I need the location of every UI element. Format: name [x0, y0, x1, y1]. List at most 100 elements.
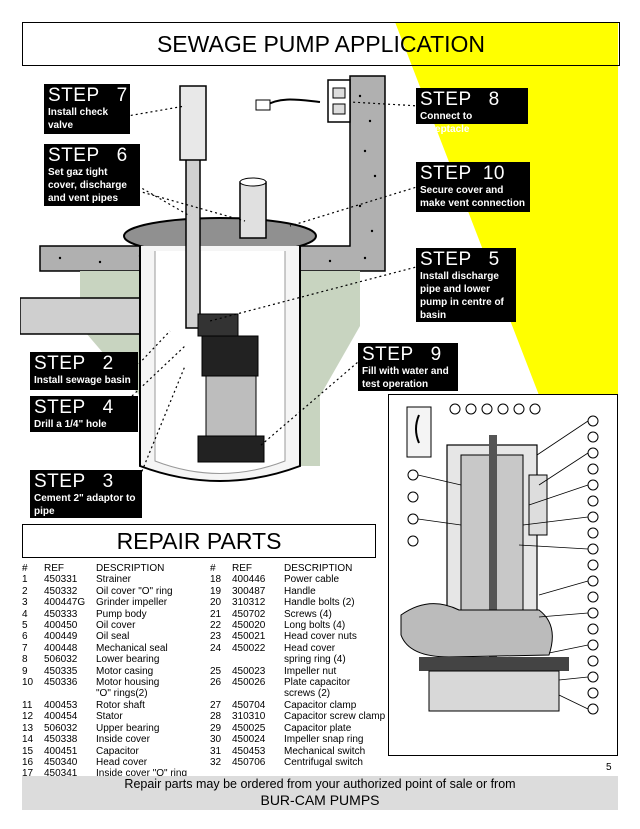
header-ref: REF: [232, 563, 252, 574]
part-ref: [232, 654, 284, 665]
part-ref: 450338: [44, 734, 78, 746]
part-ref: 450331: [44, 574, 78, 586]
page-number: 5: [606, 762, 612, 773]
part-description: Mechanical switch: [284, 745, 366, 757]
step-8-box: STEP 8 Connect to receptacle: [416, 88, 528, 135]
part-description: Motor housing: [96, 677, 160, 689]
part-number: 11: [22, 699, 33, 711]
part-ref: 400454: [44, 711, 78, 723]
part-description: Capacitor clamp: [284, 699, 357, 711]
part-description: Rotor shaft: [96, 699, 145, 711]
part-number: 15: [22, 745, 34, 757]
step-10-box: STEP 10 Secure cover and make vent conne…: [416, 162, 530, 212]
part-description: Handle: [284, 585, 316, 597]
part-ref: 450453: [232, 745, 266, 757]
part-ref: [232, 688, 284, 699]
pump-cross-section: [400, 403, 599, 715]
part-number: 2: [22, 585, 28, 597]
part-ref: 400449: [44, 631, 78, 643]
parts-table-row: "O" rings(2): [22, 688, 208, 699]
step-9-box: STEP 9 Fill with water and test operatio…: [358, 343, 458, 391]
part-ref: 450704: [232, 699, 266, 711]
part-description: spring ring (4): [284, 654, 346, 666]
part-ref: [44, 688, 96, 699]
step-3-box: STEP 3 Cement 2" adaptor to pipe: [30, 470, 142, 518]
part-number: 5: [22, 620, 28, 632]
part-description: Pump body: [96, 608, 147, 620]
part-description: Head cover: [284, 642, 336, 654]
part-number: 3: [22, 597, 28, 609]
part-description: Oil cover: [96, 620, 136, 632]
part-description: Head cover: [96, 756, 148, 768]
part-description: Motor casing: [96, 665, 154, 677]
part-description: screws (2): [284, 688, 331, 700]
part-description: Impeller snap ring: [284, 734, 364, 746]
part-number: [210, 688, 232, 699]
part-ref: 300487: [232, 585, 266, 597]
part-ref: 450333: [44, 608, 78, 620]
step-7-text: Install check valve: [48, 107, 109, 131]
step-4-heading: STEP 4: [34, 397, 114, 418]
part-ref: 400453: [44, 699, 78, 711]
part-description: Lower bearing: [96, 654, 160, 666]
part-description: Capacitor plate: [284, 722, 352, 734]
step-9-heading: STEP 9: [362, 344, 442, 365]
part-number: 17: [22, 768, 34, 780]
header-ref: REF: [44, 563, 64, 574]
part-number: 18: [210, 574, 222, 586]
part-ref: 400446: [232, 574, 266, 586]
part-number: 14: [22, 734, 34, 746]
part-ref: 450026: [232, 677, 266, 689]
header-desc: DESCRIPTION: [96, 563, 165, 574]
step-6-heading: STEP 6: [48, 145, 128, 166]
part-number: 16: [22, 756, 34, 768]
part-number: 27: [210, 699, 222, 711]
step-8-text: Connect to receptacle: [420, 111, 473, 135]
part-number: 31: [210, 745, 222, 757]
part-number: 13: [22, 722, 34, 734]
part-number: 25: [210, 665, 222, 677]
part-ref: 450341: [44, 768, 78, 780]
page-title: SEWAGE PUMP APPLICATION: [22, 22, 620, 66]
step-5-box: STEP 5 Install discharge pipe and lower …: [416, 248, 516, 322]
step-7-box: STEP 7 Install check valve: [44, 84, 130, 134]
part-ref: 450023: [232, 665, 266, 677]
header-no: #: [210, 563, 216, 574]
part-number: 30: [210, 734, 222, 746]
part-ref: 450025: [232, 722, 266, 734]
part-description: Centrifugal switch: [284, 756, 363, 768]
part-description: Plate capacitor: [284, 677, 351, 689]
part-number: 23: [210, 631, 222, 643]
step-8-heading: STEP 8: [420, 89, 500, 110]
part-number: 29: [210, 722, 222, 734]
exploded-parts-diagram: [388, 394, 618, 756]
part-description: Strainer: [96, 574, 132, 586]
step-5-heading: STEP 5: [420, 249, 500, 270]
part-number: 28: [210, 711, 222, 723]
part-description: Screws (4): [284, 608, 332, 620]
step-3-text: Cement 2" adaptor to pipe: [34, 493, 136, 517]
part-description: Inside cover "O" ring: [96, 768, 188, 780]
part-ref: 506032: [44, 654, 78, 666]
installation-illustration: [20, 75, 420, 482]
part-ref: 450335: [44, 665, 78, 677]
parts-table-row: 27 450704 Capacitor clamp: [210, 700, 396, 711]
part-ref: 450336: [44, 677, 78, 689]
part-description: Upper bearing: [96, 722, 160, 734]
part-description: Capacitor: [96, 745, 139, 757]
